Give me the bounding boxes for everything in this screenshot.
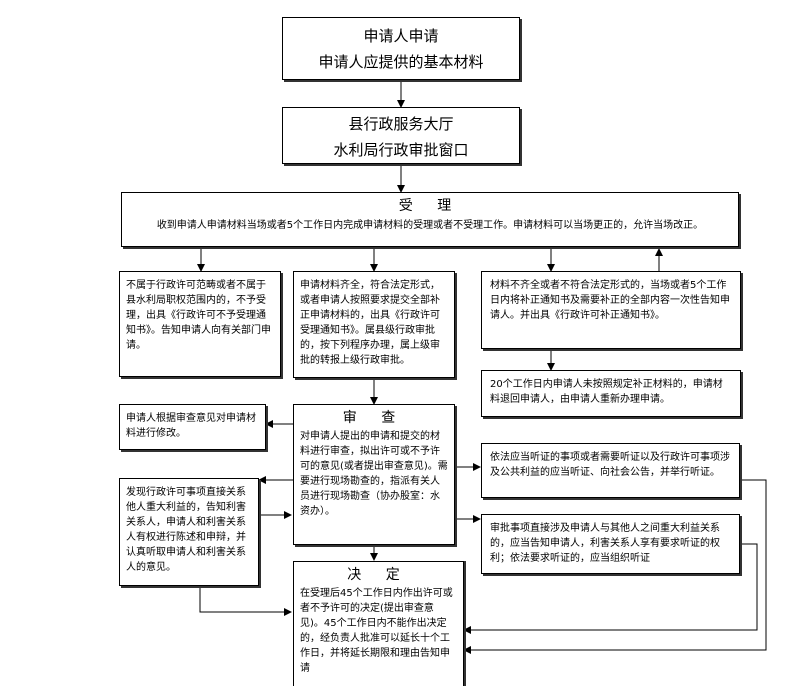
review-title: 审 查	[342, 410, 406, 426]
materials-incomplete-text: 材料不齐全或者不符合法定形式的，当场或者5个工作日内将补正通知书及需要补正的全部…	[490, 280, 730, 321]
arrow-interest-to-decide	[199, 586, 292, 616]
decision-title: 决 定	[347, 567, 410, 583]
apply-line2: 申请人应提供的基本材料	[318, 53, 484, 71]
box-not-accept: 不属于行政许可范畴或者不属于县水利局职权范围内的，不予受理，出具《行政许可不予受…	[119, 271, 281, 377]
hearing-text: 依法应当听证的事项或者需要听证以及行政许可事项涉及公共利益的应当听证、向社会公告…	[490, 452, 730, 478]
arrow-hearing-to-decide	[463, 479, 767, 654]
not-accept-text: 不属于行政许可范畴或者不属于县水利局职权范围内的，不予受理，出具《行政许可不予受…	[126, 280, 271, 351]
major-interest-text: 审批事项直接涉及申请人与其他人之间重大利益关系的，应当告知申请人，利害关系人享有…	[490, 523, 720, 564]
materials-complete-text: 申请材料齐全，符合法定形式，或者申请人按照要求提交全部补正申请材料的，出具《行政…	[300, 280, 440, 366]
hall-line2: 水利局行政审批窗口	[333, 141, 469, 159]
box-accept: 受 理 收到申请人申请材料当场或者5个工作日内完成申请材料的受理或者不受理工作。…	[121, 192, 739, 247]
box-applicant-apply: 申请人申请 申请人应提供的基本材料	[282, 17, 520, 80]
box-applicant-modify: 申请人根据审查意见对申请材料进行修改。	[119, 404, 266, 450]
interested-party-text: 发现行政许可事项直接关系他人重大利益的，告知利害关系人，申请人和利害关系人有权进…	[126, 487, 246, 573]
materials-returned-text: 20个工作日内申请人未按照规定补正材料的，申请材料退回申请人，由申请人重新办理申…	[490, 379, 723, 405]
accept-text: 收到申请人申请材料当场或者5个工作日内完成申请材料的受理或者不受理工作。申请材料…	[156, 220, 704, 231]
box-hearing: 依法应当听证的事项或者需要听证以及行政许可事项涉及公共利益的应当听证、向社会公告…	[481, 443, 740, 498]
applicant-modify-text: 申请人根据审查意见对申请材料进行修改。	[126, 413, 256, 439]
review-text: 对申请人提出的申请和提交的材料进行审查，拟出许可或不予许可的意见(或者提出审查意…	[300, 431, 448, 517]
box-decision: 决 定 在受理后45个工作日内作出许可或者不予许可的决定(提出审查意见)。45个…	[293, 561, 464, 686]
box-service-hall: 县行政服务大厅 水利局行政审批窗口	[282, 107, 520, 164]
arrow-major-to-decide	[463, 543, 758, 634]
hall-line1: 县行政服务大厅	[348, 115, 454, 133]
box-materials-complete: 申请材料齐全，符合法定形式，或者申请人按照要求提交全部补正申请材料的，出具《行政…	[293, 271, 455, 378]
apply-line1: 申请人申请	[363, 27, 439, 45]
accept-title: 受 理	[398, 198, 462, 214]
box-materials-incomplete: 材料不齐全或者不符合法定形式的，当场或者5个工作日内将补正通知书及需要补正的全部…	[481, 271, 741, 349]
decision-text: 在受理后45个工作日内作出许可或者不予许可的决定(提出审查意见)。45个工作日内…	[300, 588, 453, 674]
box-major-interest: 审批事项直接涉及申请人与其他人之间重大利益关系的，应当告知申请人，利害关系人享有…	[481, 514, 740, 574]
box-interested-party: 发现行政许可事项直接关系他人重大利益的，告知利害关系人，申请人和利害关系人有权进…	[119, 478, 259, 586]
box-materials-returned: 20个工作日内申请人未按照规定补正材料的，申请材料退回申请人，由申请人重新办理申…	[481, 370, 741, 417]
box-review: 审 查 对申请人提出的申请和提交的材料进行审查，拟出许可或不予许可的意见(或者提…	[293, 404, 455, 545]
